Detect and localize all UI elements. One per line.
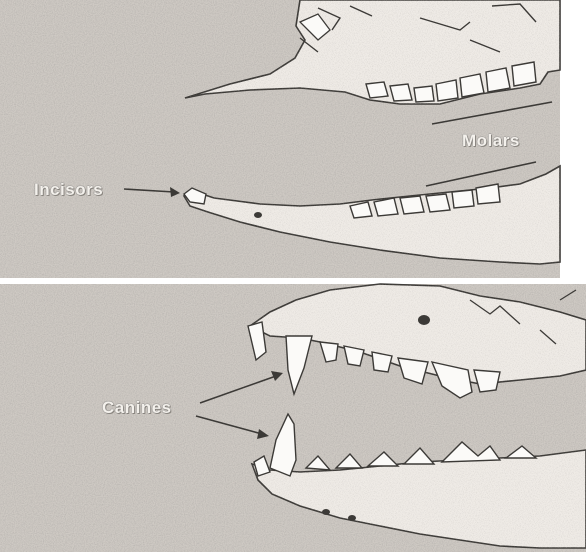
- incisors-label: Incisors: [34, 180, 103, 200]
- canines-label: Canines: [102, 398, 172, 418]
- tooth: [400, 196, 424, 214]
- molars-label: Molars: [462, 131, 520, 151]
- infraorbital-foramen: [418, 315, 430, 325]
- mandible-foramen: [348, 515, 356, 521]
- tooth: [426, 194, 450, 212]
- tooth: [372, 352, 392, 372]
- tooth: [414, 86, 434, 102]
- mental-foramen: [254, 212, 262, 218]
- tooth: [476, 184, 500, 204]
- tooth: [452, 190, 474, 208]
- panel-divider: [0, 278, 586, 284]
- tooth: [486, 68, 510, 92]
- carnivore-jaw-panel: [0, 284, 586, 552]
- tooth: [374, 198, 398, 216]
- tooth: [390, 84, 412, 101]
- tooth: [460, 74, 484, 97]
- tooth: [366, 82, 388, 98]
- tooth: [512, 62, 536, 86]
- mandible-foramen: [322, 509, 330, 515]
- tooth: [436, 80, 458, 101]
